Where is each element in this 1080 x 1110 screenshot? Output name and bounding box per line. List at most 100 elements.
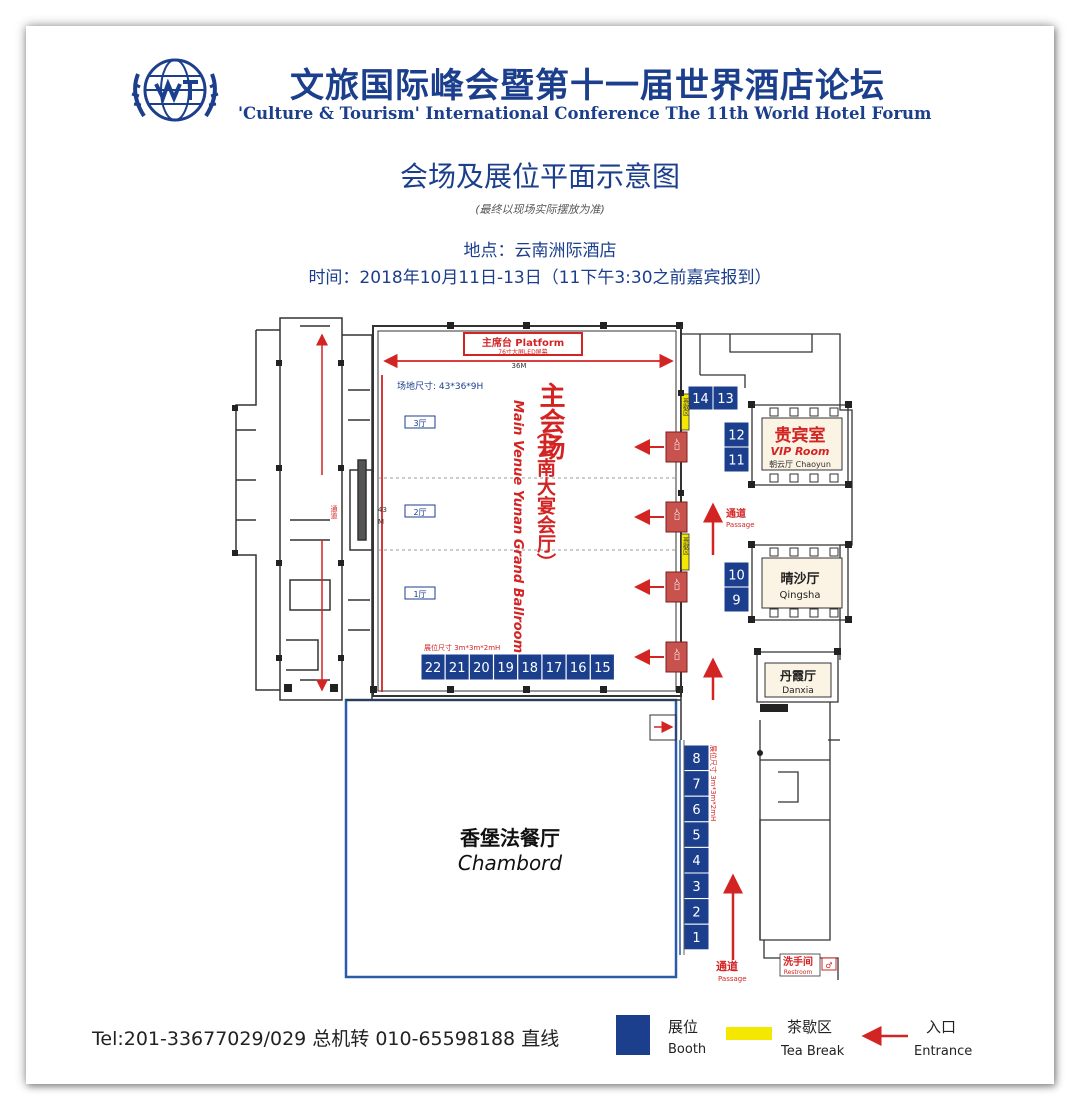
restroom-en: Restroom (784, 969, 813, 976)
hall-1-label: 1厅 (413, 590, 426, 599)
chambord-restaurant (344, 698, 678, 979)
entrance-3[interactable]: 入口 (634, 571, 688, 603)
booth-box (723, 561, 750, 588)
legend-entrance-cn: 入口 (926, 1018, 956, 1036)
booth-20[interactable]: 20 (468, 653, 494, 681)
restroom-cn: 洗手间 (783, 955, 813, 968)
booth-box (683, 821, 710, 848)
height-dimension-num: 43 (378, 506, 387, 514)
booth-9[interactable]: 9 (723, 586, 750, 613)
svg-text:入口: 入口 (673, 578, 680, 591)
booth-number: 12 (728, 429, 745, 444)
hall-2-label: 2厅 (413, 508, 426, 517)
platform-label: 主席台 Platform (482, 336, 564, 349)
passage-label-en-2: Passage (718, 975, 747, 983)
globe-logo-icon (131, 58, 219, 122)
danxia-cn: 丹霞厅 (780, 669, 816, 683)
booth-box (723, 586, 750, 613)
hall-3-label: 3厅 (413, 419, 426, 428)
booth-number: 8 (692, 752, 700, 767)
restroom (779, 953, 821, 977)
booth-number: 17 (546, 661, 563, 676)
booth-number: 9 (732, 594, 740, 609)
entrance-1[interactable]: 入口 (634, 431, 688, 463)
booth-number: 19 (497, 661, 514, 676)
danxia-en: Danxia (782, 686, 814, 696)
danxia-room (764, 662, 832, 698)
booth-2[interactable]: 2 (683, 898, 710, 925)
booth-box (565, 653, 591, 681)
booth-number: 15 (594, 661, 611, 676)
contact-phone: Tel:201-33677029/029 总机转 010-65598188 直线 (92, 1028, 560, 1050)
booth-box (723, 421, 750, 448)
restroom-icon (821, 957, 837, 971)
booth-size-top-label: 展位尺寸 3m*3m*2mH (424, 643, 500, 652)
booth-7[interactable]: 7 (683, 770, 710, 797)
booth-17[interactable]: 17 (541, 653, 567, 681)
vip-room-en: VIP Room (771, 445, 830, 458)
legend-tea-en: Tea Break (780, 1044, 845, 1059)
booth-16[interactable]: 16 (565, 653, 591, 681)
booth-col-qingsha: 10 9 (723, 561, 750, 613)
booth-number: 3 (692, 880, 700, 895)
chambord-en: Chambord (458, 851, 563, 875)
booth-4[interactable]: 4 (683, 846, 710, 874)
entrance-4[interactable]: 入口 (634, 641, 688, 673)
tea-break-label-north: 茶歇区 (682, 397, 689, 416)
booth-13[interactable]: 13 (712, 385, 739, 411)
vip-room-cn: 贵宾室 (775, 425, 826, 446)
booth-1[interactable]: 1 (683, 923, 710, 951)
led-label: 76寸大屏LED屏幕 (498, 348, 547, 356)
svg-text:入口: 入口 (673, 648, 680, 661)
booth-11[interactable]: 11 (723, 446, 750, 473)
passage-label-cn-1: 通道 (726, 507, 746, 520)
disclaimer-note: (最终以现场实际摆放为准) (475, 203, 605, 216)
booth-number: 11 (728, 454, 745, 469)
main-venue-en: Main Venue Yunan Grand Ballroom (510, 400, 525, 653)
booth-box (468, 653, 494, 681)
booth-number: 1 (692, 931, 700, 946)
booth-19[interactable]: 19 (493, 653, 519, 681)
booth-number: 13 (717, 392, 734, 407)
booth-number: 20 (473, 661, 490, 676)
entrance-2[interactable]: 入口 (634, 501, 688, 533)
page-subtitle: 会场及展位平面示意图 (399, 160, 680, 193)
booth-box (589, 653, 615, 681)
booth-box (420, 653, 446, 681)
booth-number: 16 (570, 661, 587, 676)
booth-number: 10 (728, 569, 745, 584)
legend-booth-swatch (616, 1015, 650, 1055)
booth-6[interactable]: 6 (683, 795, 710, 823)
venue-size-label: 场地尺寸: 43*36*9H (397, 380, 483, 392)
booth-box (723, 446, 750, 473)
booth-box (683, 744, 710, 772)
legend-tea-cn: 茶歇区 (787, 1018, 832, 1036)
title-en: 'Culture & Tourism' International Confer… (238, 104, 932, 123)
svg-text:入口: 入口 (673, 508, 680, 521)
height-dimension-unit: M (378, 518, 384, 526)
booth-15[interactable]: 15 (589, 653, 615, 681)
title-cn: 文旅国际峰会暨第十一届世界酒店论坛 (290, 66, 885, 106)
legend-booth-en: Booth (668, 1042, 706, 1057)
booth-10[interactable]: 10 (723, 561, 750, 588)
width-dimension-label: 36M (512, 362, 527, 370)
booth-22[interactable]: 22 (420, 653, 446, 681)
passage-label-en-1: Passage (726, 521, 755, 529)
location-text: 地点：云南洲际酒店 (463, 241, 617, 261)
booth-14[interactable]: 14 (687, 385, 714, 411)
legend-tea-swatch (726, 1027, 772, 1040)
booth-18[interactable]: 18 (517, 653, 543, 681)
main-venue-title: 主会场 (535, 382, 565, 460)
qingsha-room (761, 557, 843, 609)
svg-text:♂: ♂ (825, 961, 832, 970)
booth-number: 22 (425, 661, 442, 676)
booth-5[interactable]: 5 (683, 821, 710, 848)
booth-3[interactable]: 3 (683, 872, 710, 900)
booth-number: 7 (692, 777, 700, 792)
booth-21[interactable]: 21 (444, 653, 470, 681)
vip-room (761, 417, 843, 471)
booth-12[interactable]: 12 (723, 421, 750, 448)
booth-8[interactable]: 8 (683, 744, 710, 772)
